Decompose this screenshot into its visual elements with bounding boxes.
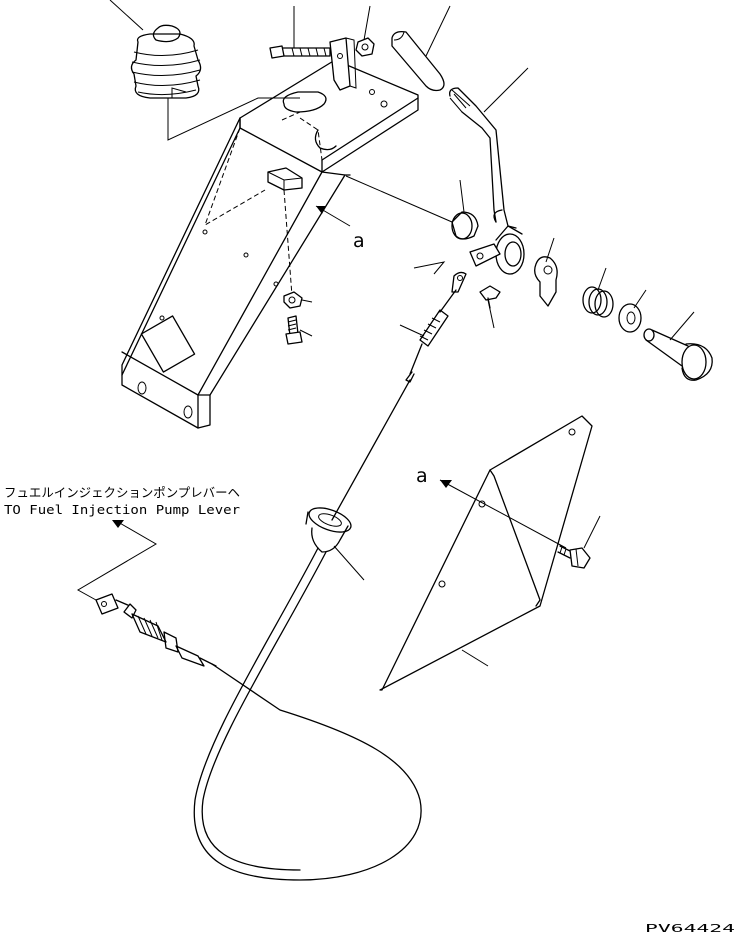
bolt-and-clip — [269, 37, 375, 91]
control-cable — [193, 271, 467, 881]
cable-end-fitting — [95, 593, 217, 667]
callout-leader — [459, 179, 465, 213]
pivot-pin — [643, 328, 713, 381]
cover-plate — [379, 415, 593, 691]
callout-leader — [425, 5, 451, 57]
small-bolt — [479, 285, 501, 309]
flat-washer — [618, 303, 642, 333]
callout-leader — [483, 67, 529, 113]
view-arrow-head — [440, 480, 452, 488]
lock-washer — [534, 256, 558, 307]
callout-leader — [76, 521, 157, 601]
grommet — [305, 507, 352, 553]
callout-leader — [583, 515, 601, 549]
leader-arrow-head — [112, 520, 124, 528]
callout-leader — [545, 237, 555, 263]
callout-leader — [669, 311, 695, 341]
cable-destination-label-jp: フュエルインジェクションポンプレバーヘ — [4, 485, 240, 500]
view-marker-upper: a — [353, 230, 365, 252]
mounting-bolt — [557, 545, 591, 569]
callout-leader — [633, 289, 647, 309]
bushing — [451, 211, 479, 240]
hidden-line — [283, 189, 293, 297]
nut — [283, 291, 303, 309]
callout-leader — [345, 175, 453, 223]
callout-leader — [167, 97, 300, 141]
callout-leader — [301, 299, 313, 303]
callout-leader — [333, 545, 365, 581]
callout-leader — [461, 649, 489, 667]
drawing-number: PV64424 — [645, 922, 736, 935]
control-lever — [449, 87, 525, 275]
rubber-boot — [130, 24, 202, 99]
view-marker-lower: a — [416, 465, 428, 487]
bracket-stand — [121, 59, 419, 429]
callout-leader — [399, 324, 425, 337]
callout-leader — [597, 267, 607, 291]
spring — [582, 286, 614, 318]
cable-destination-label-en: TO Fuel Injection Pump Lever — [4, 503, 240, 517]
lever-grip — [391, 30, 445, 92]
view-arrow — [439, 479, 567, 549]
callout-leader — [487, 299, 495, 329]
callout-leader — [299, 329, 313, 337]
callout-leader — [413, 261, 446, 275]
bolt — [285, 315, 303, 345]
callout-leader — [363, 5, 371, 41]
callout-leader — [109, 0, 144, 31]
view-arrow-head — [316, 206, 326, 214]
